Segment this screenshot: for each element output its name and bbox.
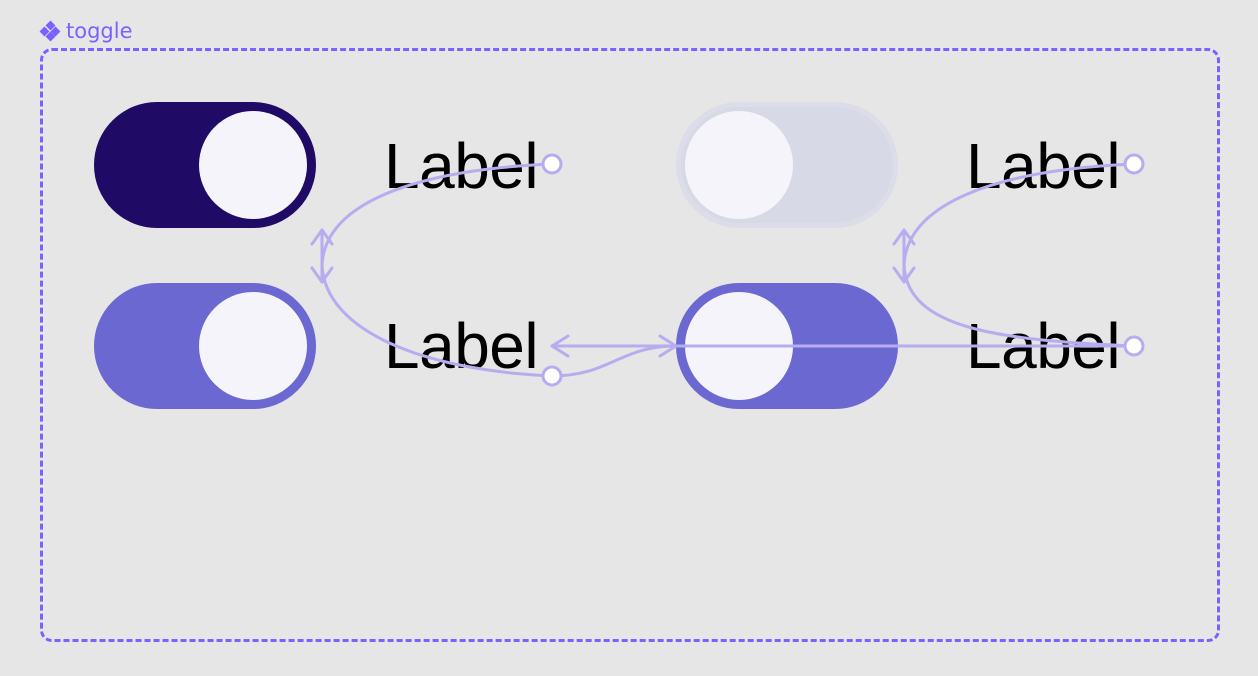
toggle-label: Label — [384, 130, 539, 202]
toggle-variant-on-dark[interactable] — [94, 102, 316, 228]
component-set-frame[interactable] — [40, 48, 1220, 642]
toggle-variant-off-disabled[interactable] — [676, 102, 898, 228]
toggle-label: Label — [966, 310, 1121, 382]
toggle-knob — [685, 292, 793, 400]
toggle-knob — [199, 292, 307, 400]
toggle-label: Label — [966, 130, 1121, 202]
component-name: toggle — [66, 19, 133, 43]
toggle-knob — [199, 111, 307, 219]
toggle-variant-on-purple[interactable] — [94, 283, 316, 409]
toggle-variant-off-purple[interactable] — [676, 283, 898, 409]
component-tag[interactable]: toggle — [39, 18, 133, 44]
toggle-label: Label — [384, 310, 539, 382]
toggle-knob — [685, 111, 793, 219]
component-icon — [39, 20, 61, 42]
